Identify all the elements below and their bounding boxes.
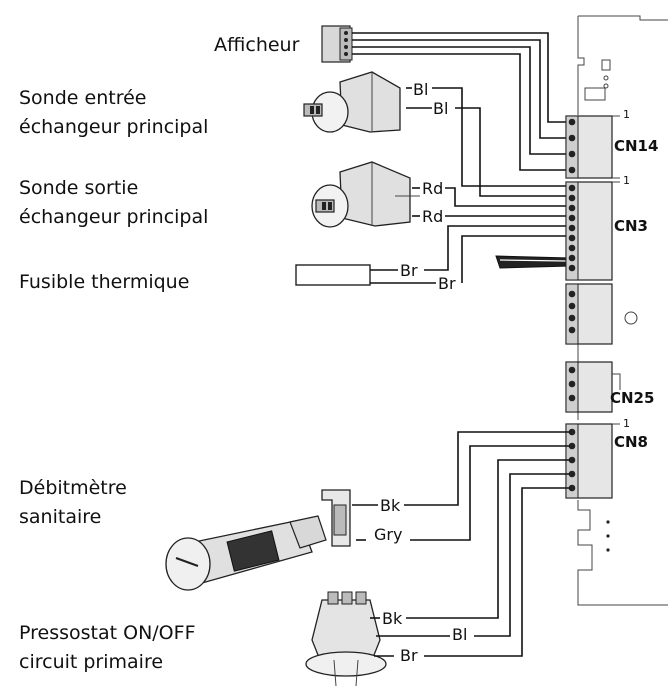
cn25-connector: CN25 <box>565 361 654 413</box>
afficheur-connector-icon <box>321 25 353 63</box>
wire-label-fusible-1: Br <box>400 261 418 280</box>
label-sonde-sortie-line2: échangeur principal <box>19 206 209 228</box>
cn3-connector: 1 CN3 <box>565 174 648 345</box>
sonde-entree-wires: Bl Bl <box>406 80 570 197</box>
label-pressostat: Pressostat ON/OFF circuit primaire <box>19 619 196 677</box>
debitmetre-wires: Bk Gry <box>352 431 570 544</box>
wire-label-sonde-sortie-1: Rd <box>422 179 443 198</box>
jumper-cable <box>495 255 571 269</box>
pressostat-icon <box>305 591 387 687</box>
label-fusible: Fusible thermique <box>19 271 190 293</box>
label-sonde-sortie: Sonde sortie échangeur principal <box>19 174 208 232</box>
label-sonde-entree: Sonde entrée échangeur principal <box>19 84 208 142</box>
cn25-label: CN25 <box>610 389 654 407</box>
cn8-connector: 1 CN8 <box>565 417 648 499</box>
cn3-label: CN3 <box>614 217 648 235</box>
wire-label-pressostat-3: Br <box>400 646 418 665</box>
cn14-connector: 1 CN14 <box>565 108 658 179</box>
wire-label-debitmetre-2: Gry <box>374 525 402 544</box>
wire-label-pressostat-1: Bk <box>382 609 403 628</box>
wire-label-sonde-sortie-2: Rd <box>422 207 443 226</box>
label-afficheur: Afficheur <box>214 34 300 56</box>
sonde-sortie-wires: Rd Rd <box>412 179 570 226</box>
cn8-label: CN8 <box>614 433 648 451</box>
label-pressostat-line1: Pressostat ON/OFF <box>19 622 196 644</box>
wire-label-debitmetre-1: Bk <box>380 496 401 515</box>
fusible-icon <box>295 264 371 286</box>
label-debitmetre-line2: sanitaire <box>19 506 102 528</box>
wire-label-sonde-entree-2: Bl <box>433 99 448 118</box>
sonde-entree-probe-icon <box>303 71 401 133</box>
label-sonde-sortie-line1: Sonde sortie <box>19 177 139 199</box>
wire-label-pressostat-2: Bl <box>452 625 467 644</box>
debitmetre-icon <box>165 489 351 591</box>
label-sonde-entree-line2: échangeur principal <box>19 116 209 138</box>
fusible-wires: Br Br <box>370 225 570 293</box>
label-debitmetre: Débitmètre sanitaire <box>19 474 127 532</box>
cn14-label: CN14 <box>614 137 658 155</box>
label-sonde-entree-line1: Sonde entrée <box>19 87 147 109</box>
pin-mark-cn8: 1 <box>623 417 630 430</box>
label-pressostat-line2: circuit primaire <box>19 651 164 673</box>
pin-mark-cn3: 1 <box>623 174 630 187</box>
sonde-sortie-probe-icon <box>311 161 420 228</box>
label-debitmetre-line1: Débitmètre <box>19 477 127 499</box>
pin-mark-cn14: 1 <box>623 108 630 121</box>
wire-label-fusible-2: Br <box>438 274 456 293</box>
wire-label-sonde-entree-1: Bl <box>413 80 428 99</box>
pressostat-wires: Bk Bl Br <box>370 459 570 665</box>
afficheur-wires <box>352 32 570 171</box>
